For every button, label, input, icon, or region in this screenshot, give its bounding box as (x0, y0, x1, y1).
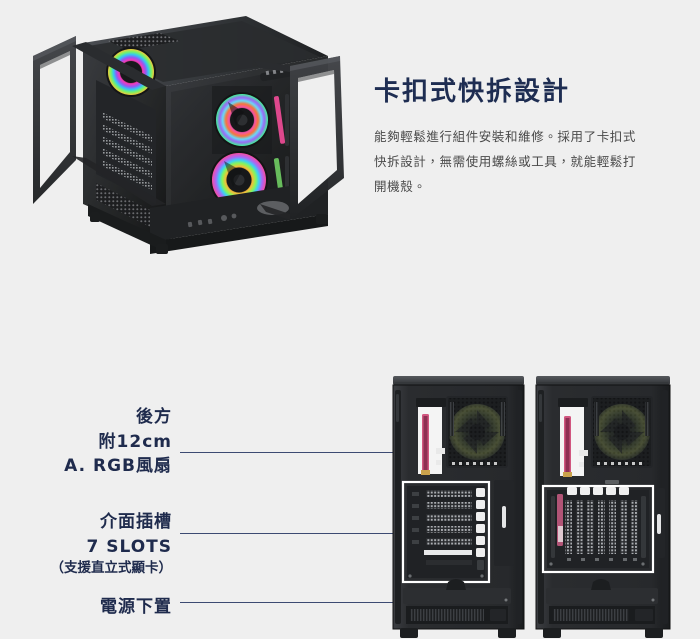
leader-line-slots (180, 533, 394, 534)
callout-rear-fan-line-2: 附12cm (98, 431, 172, 452)
callout-rear-fan-line-1: 後方 (136, 407, 172, 427)
callout-slots-line-1: 介面插槽 (100, 512, 172, 532)
callout-slots-note: （支援直立式顯卡） (50, 560, 173, 577)
quick-release-section: 卡扣式快拆設計 能夠輕鬆進行組件安裝和維修。採用了卡扣式快拆設計，無需使用螺絲或… (0, 0, 700, 300)
highlight-box-vertical-slots (541, 484, 655, 574)
hero-description: 能夠輕鬆進行組件安裝和維修。採用了卡扣式快拆設計，無需使用螺絲或工具，就能輕鬆打… (374, 128, 637, 194)
hero-copy: 卡扣式快拆設計 能夠輕鬆進行組件安裝和維修。採用了卡扣式快拆設計，無需使用螺絲或… (374, 77, 674, 199)
callout-label-group: 後方 附12cm A. RGB風扇 介面插槽 7 SLOTS （支援直立式顯卡）… (0, 300, 394, 639)
callout-psu-line-1: 電源下置 (100, 597, 172, 617)
hero-case-photo (28, 8, 348, 278)
rear-case-images (390, 376, 678, 639)
callout-psu-bottom: 電源下置 (100, 595, 172, 620)
leader-line-psu (180, 602, 394, 603)
page-title: 卡扣式快拆設計 (374, 77, 571, 107)
callout-rear-fan: 後方 附12cm A. RGB風扇 (64, 405, 172, 479)
highlight-box-slots (401, 480, 491, 584)
leader-line-rear-fan (180, 452, 394, 453)
rear-spec-section: 後方 附12cm A. RGB風扇 介面插槽 7 SLOTS （支援直立式顯卡）… (0, 300, 700, 639)
case-image-horizontal-slots (390, 376, 527, 639)
callout-slots-line-2: 7 SLOTS (86, 536, 172, 557)
case-image-vertical-slots (533, 376, 675, 639)
callout-expansion-slots: 介面插槽 7 SLOTS （支援直立式顯卡） (51, 510, 173, 579)
callout-rear-fan-line-3: A. RGB風扇 (64, 456, 172, 477)
